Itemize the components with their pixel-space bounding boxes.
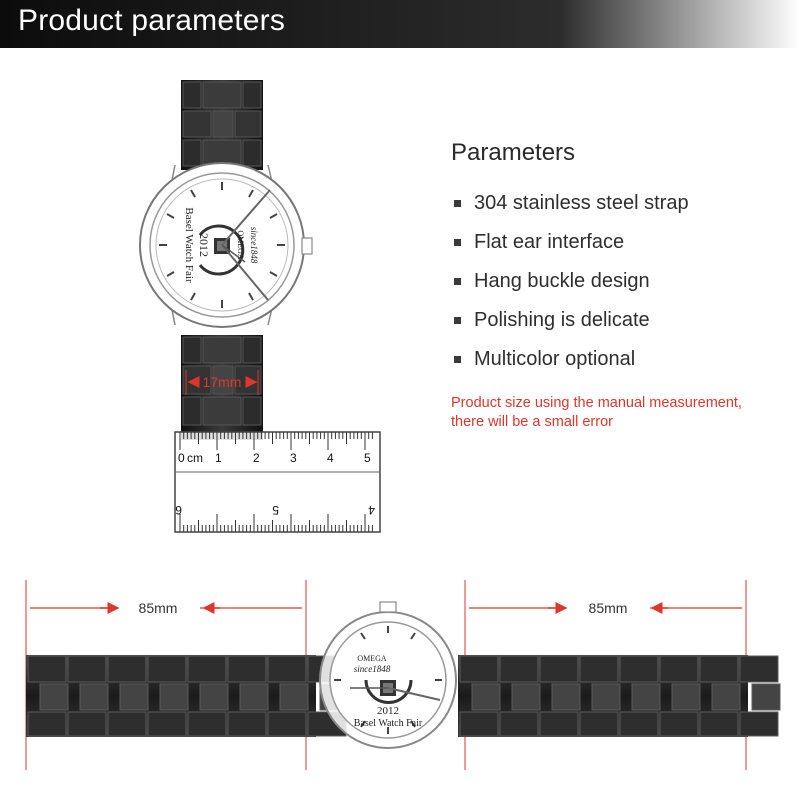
top-watch-fair-text: Basel Watch Fair bbox=[183, 207, 195, 283]
note-line-2: there will be a small error bbox=[451, 414, 613, 430]
ruler-label-4: 4 bbox=[327, 451, 334, 465]
parameter-item: Flat ear interface bbox=[451, 227, 689, 266]
width-measurement: 17mm bbox=[185, 370, 259, 395]
ruler-label-5: 5 bbox=[364, 451, 371, 465]
top-watch-since-text: since1848 bbox=[249, 227, 259, 264]
parameter-item: Multicolor optional bbox=[451, 344, 689, 383]
ruler-ticks bbox=[179, 432, 373, 532]
parameter-list: 304 stainless steel strap Flat ear inter… bbox=[451, 188, 689, 383]
width-label: 17mm bbox=[203, 374, 242, 390]
right-length-label: 85mm bbox=[589, 600, 628, 616]
parameter-item: 304 stainless steel strap bbox=[451, 188, 689, 227]
ruler-bottom-label-6: 6 bbox=[175, 503, 182, 517]
ruler-bottom-label-5: 5 bbox=[272, 503, 279, 517]
top-watch-year-text: 2012 bbox=[197, 233, 211, 257]
left-length-label: 85mm bbox=[139, 600, 178, 616]
parameters-title: Parameters bbox=[451, 139, 576, 166]
measurement-note: Product size using the manual measuremen… bbox=[451, 394, 796, 432]
ruler-bottom-label-4: 4 bbox=[368, 503, 375, 517]
ruler-label-0: 0 bbox=[178, 451, 185, 465]
bottom-strap-left bbox=[26, 655, 349, 737]
bottom-watch: OMEGA since1848 2012 Basel Watch Fair 85… bbox=[25, 580, 781, 770]
left-length-measurement: 85mm bbox=[30, 600, 302, 616]
ruler-unit: cm bbox=[187, 451, 203, 465]
bottom-watch-year-text: 2012 bbox=[377, 705, 399, 717]
header-bar: Product parameters bbox=[0, 0, 800, 48]
note-line-1: Product size using the manual measuremen… bbox=[451, 395, 742, 411]
top-watch: Basel Watch Fair 2012 OMEGA since1848 17… bbox=[139, 80, 313, 440]
parameter-item: Polishing is delicate bbox=[451, 305, 689, 344]
bottom-watch-since-text: since1848 bbox=[354, 664, 391, 674]
bottom-watch-fair-text: Basel Watch Fair bbox=[354, 718, 423, 729]
page-title: Product parameters bbox=[18, 4, 286, 37]
top-watch-brand-text: OMEGA bbox=[236, 230, 245, 260]
ruler-label-3: 3 bbox=[290, 451, 297, 465]
ruler-label-2: 2 bbox=[253, 451, 260, 465]
parameter-item: Hang buckle design bbox=[451, 266, 689, 305]
ruler-label-1: 1 bbox=[215, 451, 222, 465]
top-strap-upper bbox=[181, 80, 263, 170]
bottom-watch-brand-text: OMEGA bbox=[357, 654, 387, 663]
right-length-measurement: 85mm bbox=[469, 600, 742, 616]
bottom-strap-right bbox=[458, 655, 781, 737]
ruler: 0 cm 1 2 3 4 5 6 5 4 bbox=[174, 431, 381, 533]
